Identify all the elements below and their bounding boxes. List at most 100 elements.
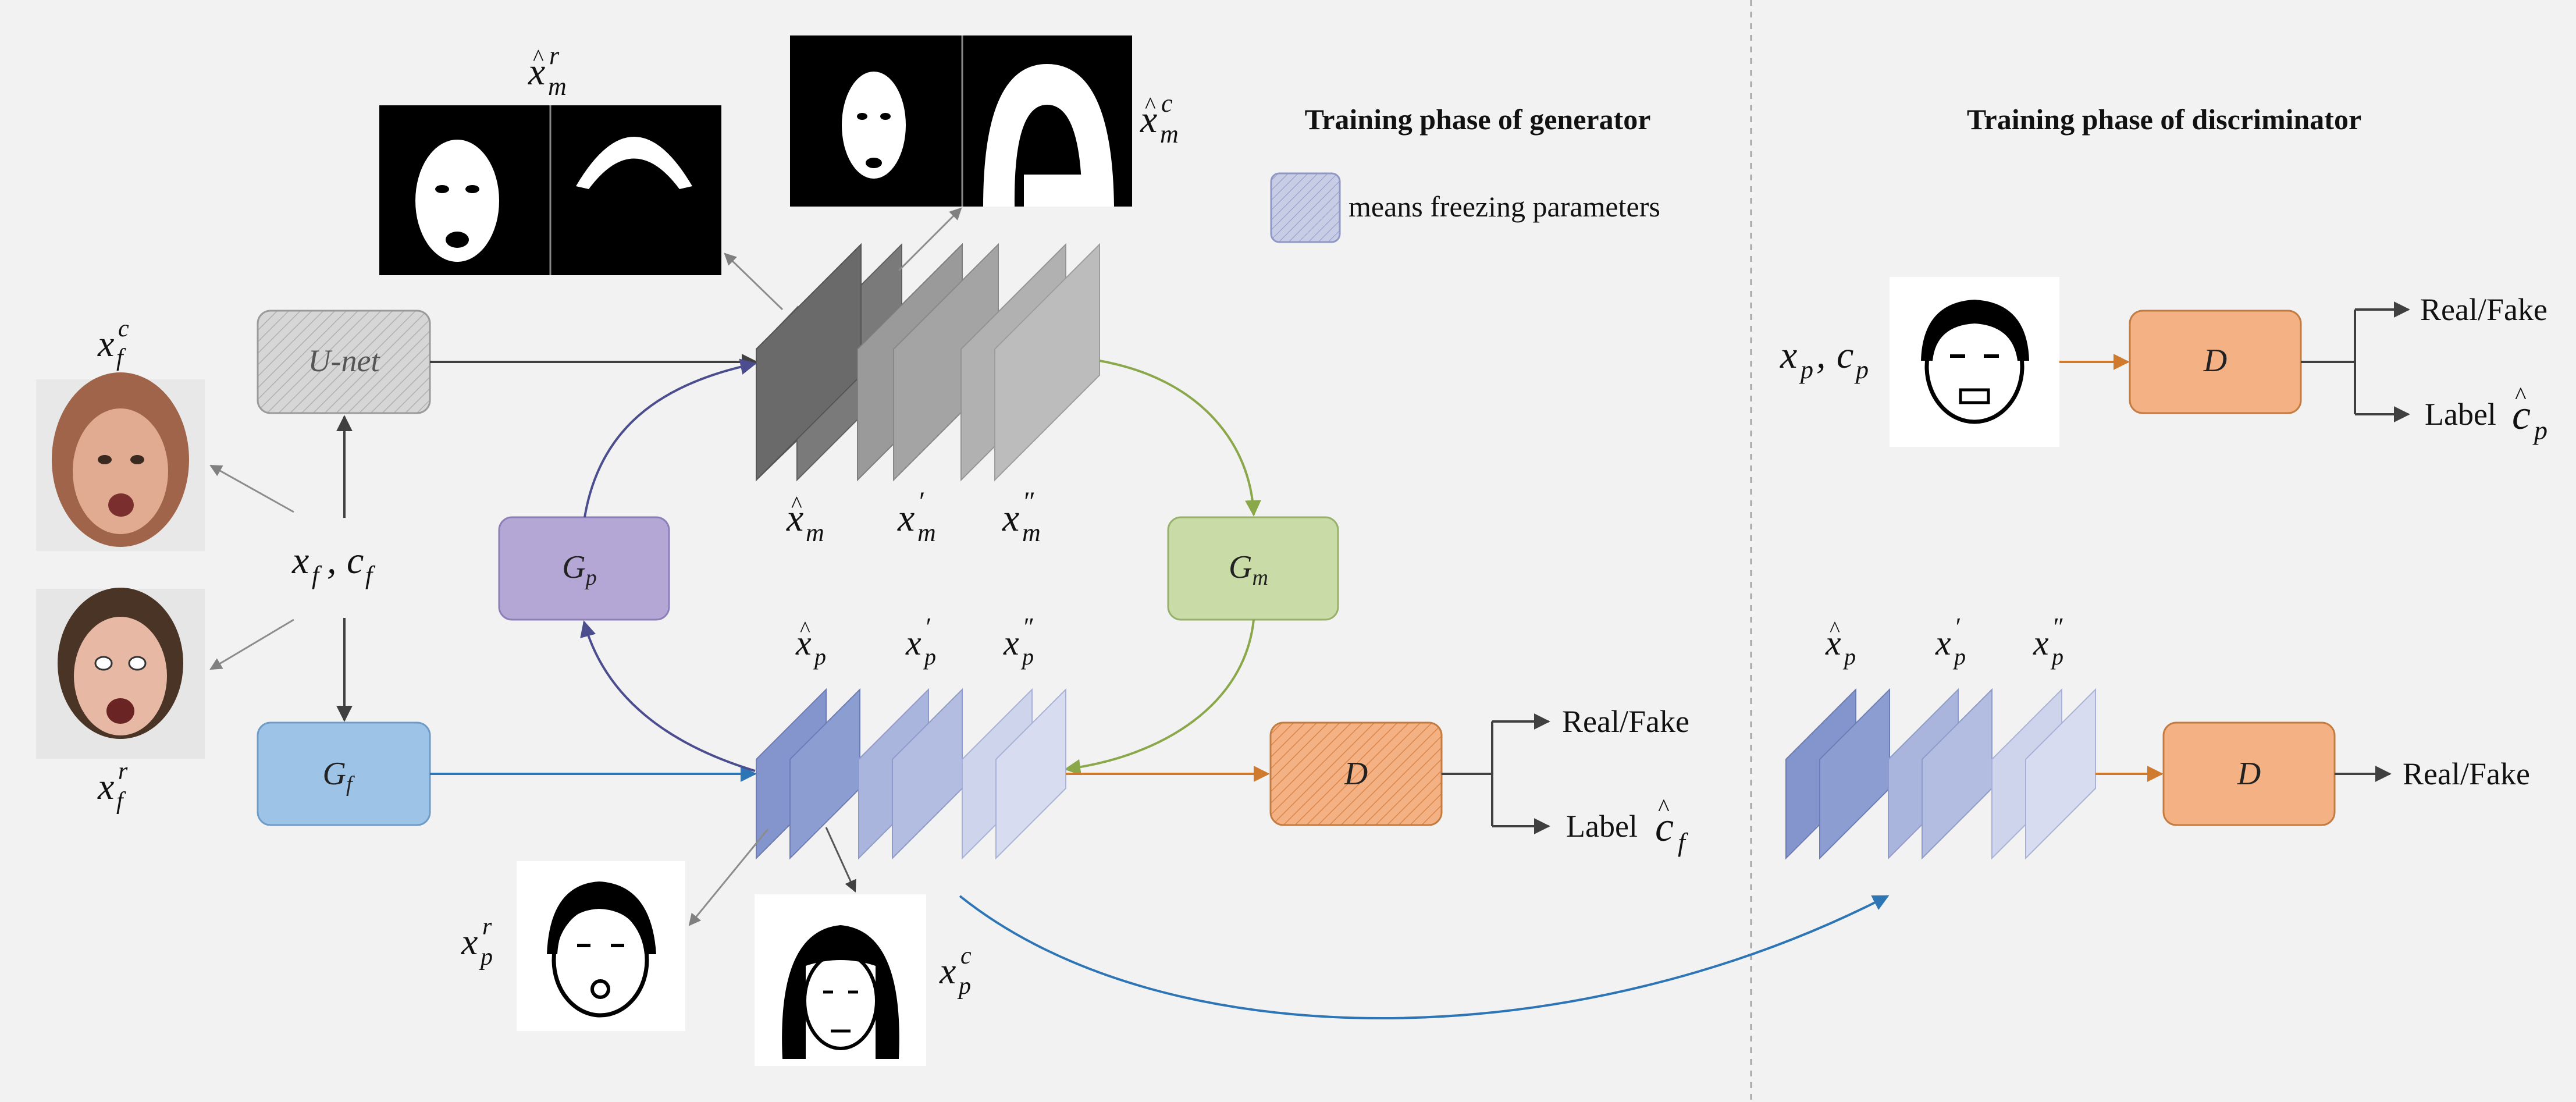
svg-text:c: c	[960, 943, 972, 969]
svg-text:D: D	[2237, 756, 2261, 792]
output-label-disc: Label	[2425, 397, 2496, 432]
svg-text:D: D	[2203, 343, 2227, 379]
d-module-generator-phase: D	[1269, 721, 1443, 826]
legend-swatch	[1270, 172, 1341, 243]
portrait-sketch-xpr	[517, 861, 685, 1031]
svg-text:x: x	[291, 539, 309, 582]
svg-text:,: ,	[1816, 334, 1826, 376]
svg-text:′: ′	[924, 613, 931, 641]
portrait-layer-stack	[756, 688, 1066, 860]
output-real-fake-disc-bottom: Real/Fake	[2403, 756, 2530, 791]
label-xp-dprime: x ″ p	[1003, 613, 1034, 670]
svg-text:x: x	[905, 624, 921, 662]
svg-text:r: r	[482, 913, 492, 940]
arrow-to-sketch-xpc	[825, 827, 856, 893]
svg-text:^: ^	[1658, 795, 1670, 822]
label-xmr: x ^ m r	[528, 41, 567, 101]
svg-text:m: m	[917, 518, 936, 547]
svg-text:x: x	[461, 921, 478, 962]
label-xp-dprime-disc: x ″ p	[2033, 613, 2063, 670]
portrait-sketch-xpc	[755, 894, 926, 1066]
face-photo-xrf	[36, 588, 205, 759]
gm-module: Gm	[1167, 516, 1339, 621]
svg-text:r: r	[118, 758, 128, 785]
svg-text:x: x	[939, 950, 956, 991]
mask-layer-stack	[756, 243, 1100, 482]
svg-text:c: c	[347, 539, 364, 582]
svg-text:x: x	[786, 497, 803, 539]
label-xf-cf: x f , c f	[291, 539, 376, 589]
label-xm-prime: x ′ m	[897, 486, 936, 547]
svg-text:f: f	[116, 344, 126, 371]
svg-text:p: p	[1952, 644, 1966, 670]
portrait-sketch-xp	[1890, 277, 2059, 447]
arrow-to-disc-phase	[959, 895, 1890, 1019]
portrait-layer-stack-disc	[1785, 688, 2096, 860]
svg-text:^: ^	[1830, 617, 1840, 642]
svg-text:c: c	[1837, 334, 1853, 376]
label-xfr: x f r	[97, 758, 128, 815]
arrow-portraits-to-gp	[580, 620, 756, 772]
label-xp-hat: x ^ p	[795, 617, 826, 670]
gp-module: Gp	[498, 516, 670, 621]
arrow-to-sketch-xpr	[688, 829, 769, 926]
svg-text:x: x	[97, 323, 114, 364]
output-real-fake-gen: Real/Fake	[1562, 704, 1689, 739]
label-xp-cp: x p , c p	[1780, 334, 1869, 384]
gf-module: Gf	[257, 721, 431, 826]
svg-text:Gp: Gp	[562, 549, 596, 590]
mask-image-xmr	[379, 105, 721, 275]
label-xp-hat-disc: x ^ p	[1825, 617, 1856, 670]
arrow-gp-to-masks	[583, 358, 757, 518]
svg-text:′: ′	[1954, 613, 1961, 641]
svg-text:^: ^	[1145, 92, 1156, 118]
label-xm-dprime: x ″ m	[1002, 486, 1041, 547]
unet-module: U-net	[257, 310, 431, 414]
svg-text:x: x	[1825, 624, 1841, 662]
legend-label: means freezing parameters	[1349, 190, 1660, 223]
svg-text:p: p	[479, 944, 493, 971]
svg-text:D: D	[1344, 756, 1368, 792]
label-cf-hat: c ^ f	[1655, 795, 1689, 857]
svg-text:U-net: U-net	[308, 343, 381, 378]
svg-text:p: p	[923, 644, 936, 670]
svg-text:m: m	[1160, 120, 1179, 148]
svg-text:p: p	[1842, 644, 1856, 670]
svg-text:″: ″	[1022, 613, 1033, 641]
svg-text:m: m	[1022, 518, 1041, 547]
title-generator-phase: Training phase of generator	[1305, 103, 1651, 136]
svg-text:x: x	[1935, 624, 1951, 662]
d-module-disc-phase-top: D	[2129, 310, 2302, 414]
svg-text:x: x	[1140, 98, 1157, 141]
arrow-gm-to-portraits	[1064, 619, 1255, 776]
svg-text:,: ,	[327, 539, 337, 582]
svg-text:^: ^	[2515, 383, 2527, 410]
svg-text:f: f	[365, 561, 376, 589]
svg-text:Gm: Gm	[1229, 549, 1268, 590]
label-xfc: x f c	[97, 315, 129, 371]
arrow-to-mask-xmc	[898, 207, 962, 272]
svg-text:^: ^	[800, 617, 810, 642]
svg-text:p: p	[2050, 644, 2063, 670]
svg-text:f: f	[312, 561, 322, 589]
svg-text:x: x	[1003, 624, 1019, 662]
svg-text:′: ′	[917, 486, 924, 517]
d-module-disc-phase-bottom: D	[2162, 721, 2336, 826]
arrow-to-photo-xcf	[209, 464, 294, 513]
label-xm-hat: x ^ m	[786, 491, 824, 547]
svg-text:r: r	[549, 41, 560, 70]
d-output-branch-disc	[2301, 301, 2410, 422]
svg-text:c: c	[1655, 804, 1674, 850]
face-photo-xcf	[36, 372, 205, 551]
label-xp-prime: x ′ p	[905, 613, 936, 670]
svg-text:c: c	[2512, 392, 2531, 438]
arrow-masks-to-gm	[1099, 360, 1261, 517]
label-xmc: x ^ m c	[1140, 89, 1179, 148]
svg-text:f: f	[1678, 827, 1689, 857]
label-xpc: x p c	[939, 943, 972, 1000]
svg-text:p: p	[957, 973, 971, 1000]
svg-text:x: x	[1002, 497, 1019, 539]
svg-text:p: p	[2532, 415, 2547, 445]
svg-text:f: f	[116, 788, 126, 815]
svg-text:c: c	[1161, 89, 1173, 118]
